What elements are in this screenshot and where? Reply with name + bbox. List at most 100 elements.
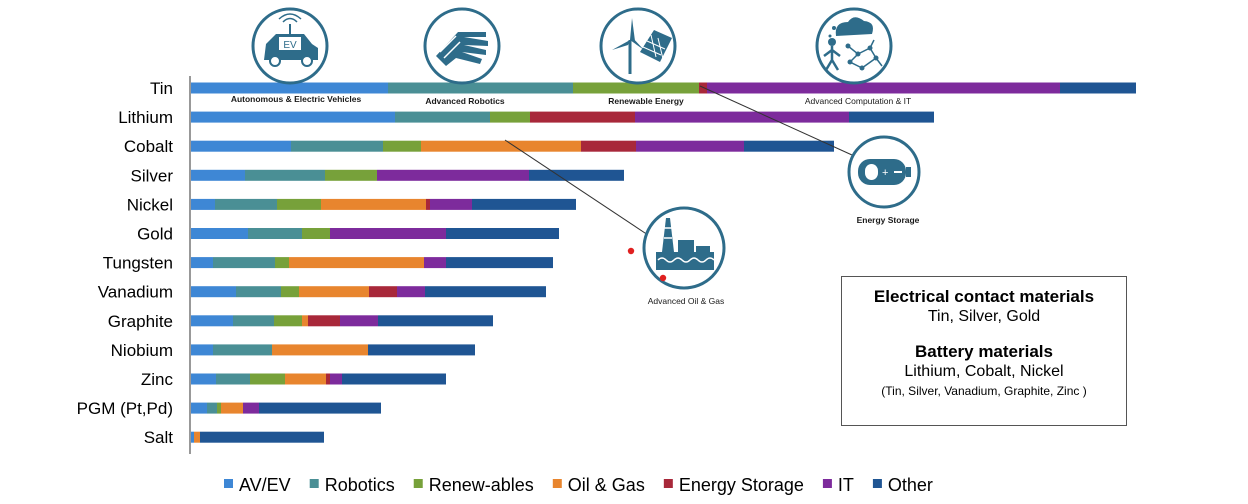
app-label-energy-storage: Energy Storage [857,215,920,225]
marker-dot [659,274,667,282]
bar-segment [446,228,559,239]
bar-segment [635,111,849,123]
bar-segment [191,373,216,385]
bar-segment [321,198,426,210]
bar-segment [388,82,573,94]
category-label: Graphite [108,312,173,331]
bar-segment [299,286,369,298]
legend-label: IT [838,475,854,495]
legend-label: Energy Storage [679,475,804,495]
bar-segment [369,286,397,298]
legend-swatch [224,479,233,488]
bar-segment [340,315,378,327]
legend-swatch [413,479,423,488]
bar-segment [342,373,446,385]
bar-segment [217,402,221,414]
battery-materials: Lithium, Cobalt, Nickel [904,363,1064,380]
electrical-contact-materials: Tin, Silver, Gold [927,308,1041,325]
bar-segment [233,315,274,327]
bar-segment [1060,82,1136,94]
bar-segment [243,402,259,414]
bar-segment [490,111,530,123]
bar-segment [291,140,383,152]
app-label-ev: Autonomous & Electric Vehicles [231,94,362,104]
bar-segment [707,82,1060,94]
legend-swatch [663,479,673,488]
bar-segment [191,315,233,327]
wind-solar-icon [599,7,677,85]
bar-segment [530,111,635,123]
category-label: Vanadium [98,283,173,302]
legend-swatch [822,479,832,488]
bar-segment [289,257,424,269]
bar-segment [581,140,636,152]
legend-item: AV/EV [224,475,291,495]
legend-label: Oil & Gas [568,475,645,495]
app-label-it: Advanced Computation & IT [805,96,911,106]
bar-segment [395,111,490,123]
category-label: Tungsten [103,254,173,273]
bar-segment [213,344,272,356]
bar-segment [636,140,744,152]
bar-segment [194,431,200,443]
bar-segment [377,169,529,181]
robot-hand-icon [423,7,501,85]
battery-materials-secondary: (Tin, Silver, Vanadium, Graphite, Zinc ) [881,384,1087,398]
bar-segment [207,402,217,414]
legend-label: Renew-ables [429,475,534,495]
bar-segment [368,344,475,356]
category-labels: TinLithiumCobaltSilverNickelGoldTungsten… [77,79,174,447]
bar-segment [191,140,291,152]
bar-segment [236,286,281,298]
legend-item: IT [822,475,854,495]
category-label: Gold [137,225,173,244]
app-label-robotics: Advanced Robotics [425,96,505,106]
bar-segment [446,257,553,269]
electric-vehicle-icon: EV [251,7,329,85]
bar-segment [424,257,446,269]
bar-segment [272,344,368,356]
legend: AV/EV Robotics Renew-ables Oil & Gas Energy … [224,475,933,495]
bar-segment [191,111,395,123]
category-label: Tin [150,79,173,98]
legend-label: Robotics [325,475,395,495]
cloud-network-icon [815,7,893,85]
bar-segment [302,315,308,327]
bar-segment [330,373,342,385]
category-label: Salt [144,428,174,447]
bar-segment [397,286,425,298]
bar-segment [326,373,330,385]
bar-segment [191,286,236,298]
bar-segment [699,82,707,94]
connector-line-energy-storage [699,85,853,156]
bar-segment [277,198,321,210]
bar-segment [529,169,624,181]
bar-segment [744,140,834,152]
bar-segment [308,315,340,327]
electrical-contact-heading: Electrical contact materials [873,287,1095,306]
legend-label: Other [888,475,933,495]
legend-swatch [552,479,562,488]
bar-segment [213,257,275,269]
bar-segment [191,198,215,210]
bar-segment [285,373,326,385]
bar-segment [191,344,213,356]
bar-segment [325,169,377,181]
bar-segment [191,228,248,239]
bar-segment [421,140,581,152]
bar-segment [250,373,285,385]
legend-item: Energy Storage [663,475,804,495]
svg-text:EV: EV [283,40,297,51]
bar-segment [191,169,245,181]
bar-segment [849,111,934,123]
bar-segment [274,315,302,327]
category-label: Nickel [127,195,173,214]
bar-segment [216,373,250,385]
bar-segment [191,402,207,414]
legend-swatch [309,479,319,488]
bar-segment [215,198,277,210]
bar-segment [275,257,289,269]
oil-rig-icon [642,206,726,290]
svg-text:+: + [882,167,888,179]
